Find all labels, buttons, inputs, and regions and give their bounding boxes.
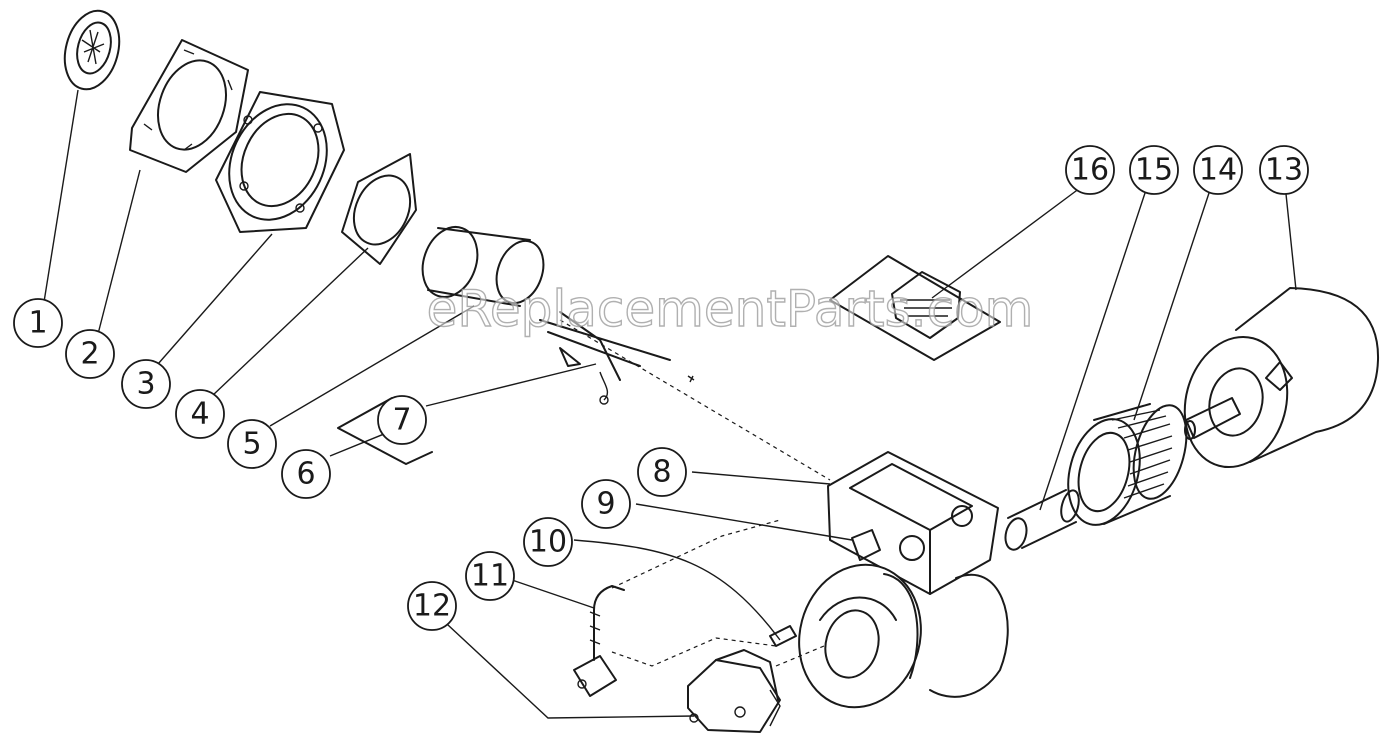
part-10-fitting bbox=[769, 625, 797, 647]
callout-13: 13 bbox=[1259, 145, 1309, 195]
svg-text:7: 7 bbox=[392, 403, 411, 438]
callout-9: 9 bbox=[581, 479, 631, 529]
part-13-motor bbox=[1183, 287, 1380, 469]
svg-text:6: 6 bbox=[296, 457, 315, 492]
part-11-solenoid-valve bbox=[573, 585, 625, 697]
callout-7: 7 bbox=[377, 395, 427, 445]
callout-6: 6 bbox=[281, 449, 331, 499]
callout-11: 11 bbox=[465, 551, 515, 601]
blower-housing-scroll bbox=[798, 563, 922, 709]
part-6-bracket bbox=[337, 397, 433, 465]
svg-text:14: 14 bbox=[1199, 153, 1237, 188]
callout-12: 12 bbox=[407, 581, 457, 631]
callout-4: 4 bbox=[175, 389, 225, 439]
callout-14: 14 bbox=[1193, 145, 1243, 195]
svg-text:2: 2 bbox=[80, 337, 99, 372]
part-4-gasket bbox=[341, 153, 417, 265]
callout-10: 10 bbox=[523, 517, 573, 567]
svg-text:3: 3 bbox=[136, 367, 155, 402]
part-2-flange-plate bbox=[129, 39, 249, 173]
svg-text:9: 9 bbox=[596, 487, 615, 522]
svg-text:5: 5 bbox=[242, 427, 261, 462]
part-3-flange-gasket bbox=[215, 91, 345, 233]
callout-16: 16 bbox=[1065, 145, 1115, 195]
svg-text:8: 8 bbox=[652, 455, 671, 490]
leader-lines bbox=[43, 89, 1297, 719]
callout-15: 15 bbox=[1129, 145, 1179, 195]
part-16-control-board bbox=[829, 255, 1001, 361]
part-12-oil-pump bbox=[687, 649, 781, 733]
svg-text:10: 10 bbox=[529, 525, 567, 560]
part-5-blast-tube bbox=[421, 226, 545, 307]
callout-3: 3 bbox=[121, 359, 171, 409]
callout-5: 5 bbox=[227, 419, 277, 469]
callout-8: 8 bbox=[637, 447, 687, 497]
svg-text:13: 13 bbox=[1265, 153, 1303, 188]
svg-text:15: 15 bbox=[1135, 153, 1173, 188]
svg-text:11: 11 bbox=[471, 559, 509, 594]
part-8-burner-housing bbox=[827, 451, 1009, 698]
callout-2: 2 bbox=[65, 329, 115, 379]
part-9-fitting bbox=[851, 529, 881, 561]
svg-text:16: 16 bbox=[1071, 153, 1109, 188]
part-15-coupling bbox=[1004, 489, 1080, 551]
part-7-electrode-assembly bbox=[539, 311, 695, 405]
callout-1: 1 bbox=[13, 298, 63, 348]
svg-text:1: 1 bbox=[28, 306, 47, 341]
watermark-text: eReplacementParts.com bbox=[427, 280, 1034, 338]
svg-text:12: 12 bbox=[413, 589, 451, 624]
svg-text:4: 4 bbox=[190, 397, 209, 432]
part-14-blower-wheel bbox=[1067, 403, 1188, 526]
part-1-retention-head bbox=[63, 9, 121, 91]
